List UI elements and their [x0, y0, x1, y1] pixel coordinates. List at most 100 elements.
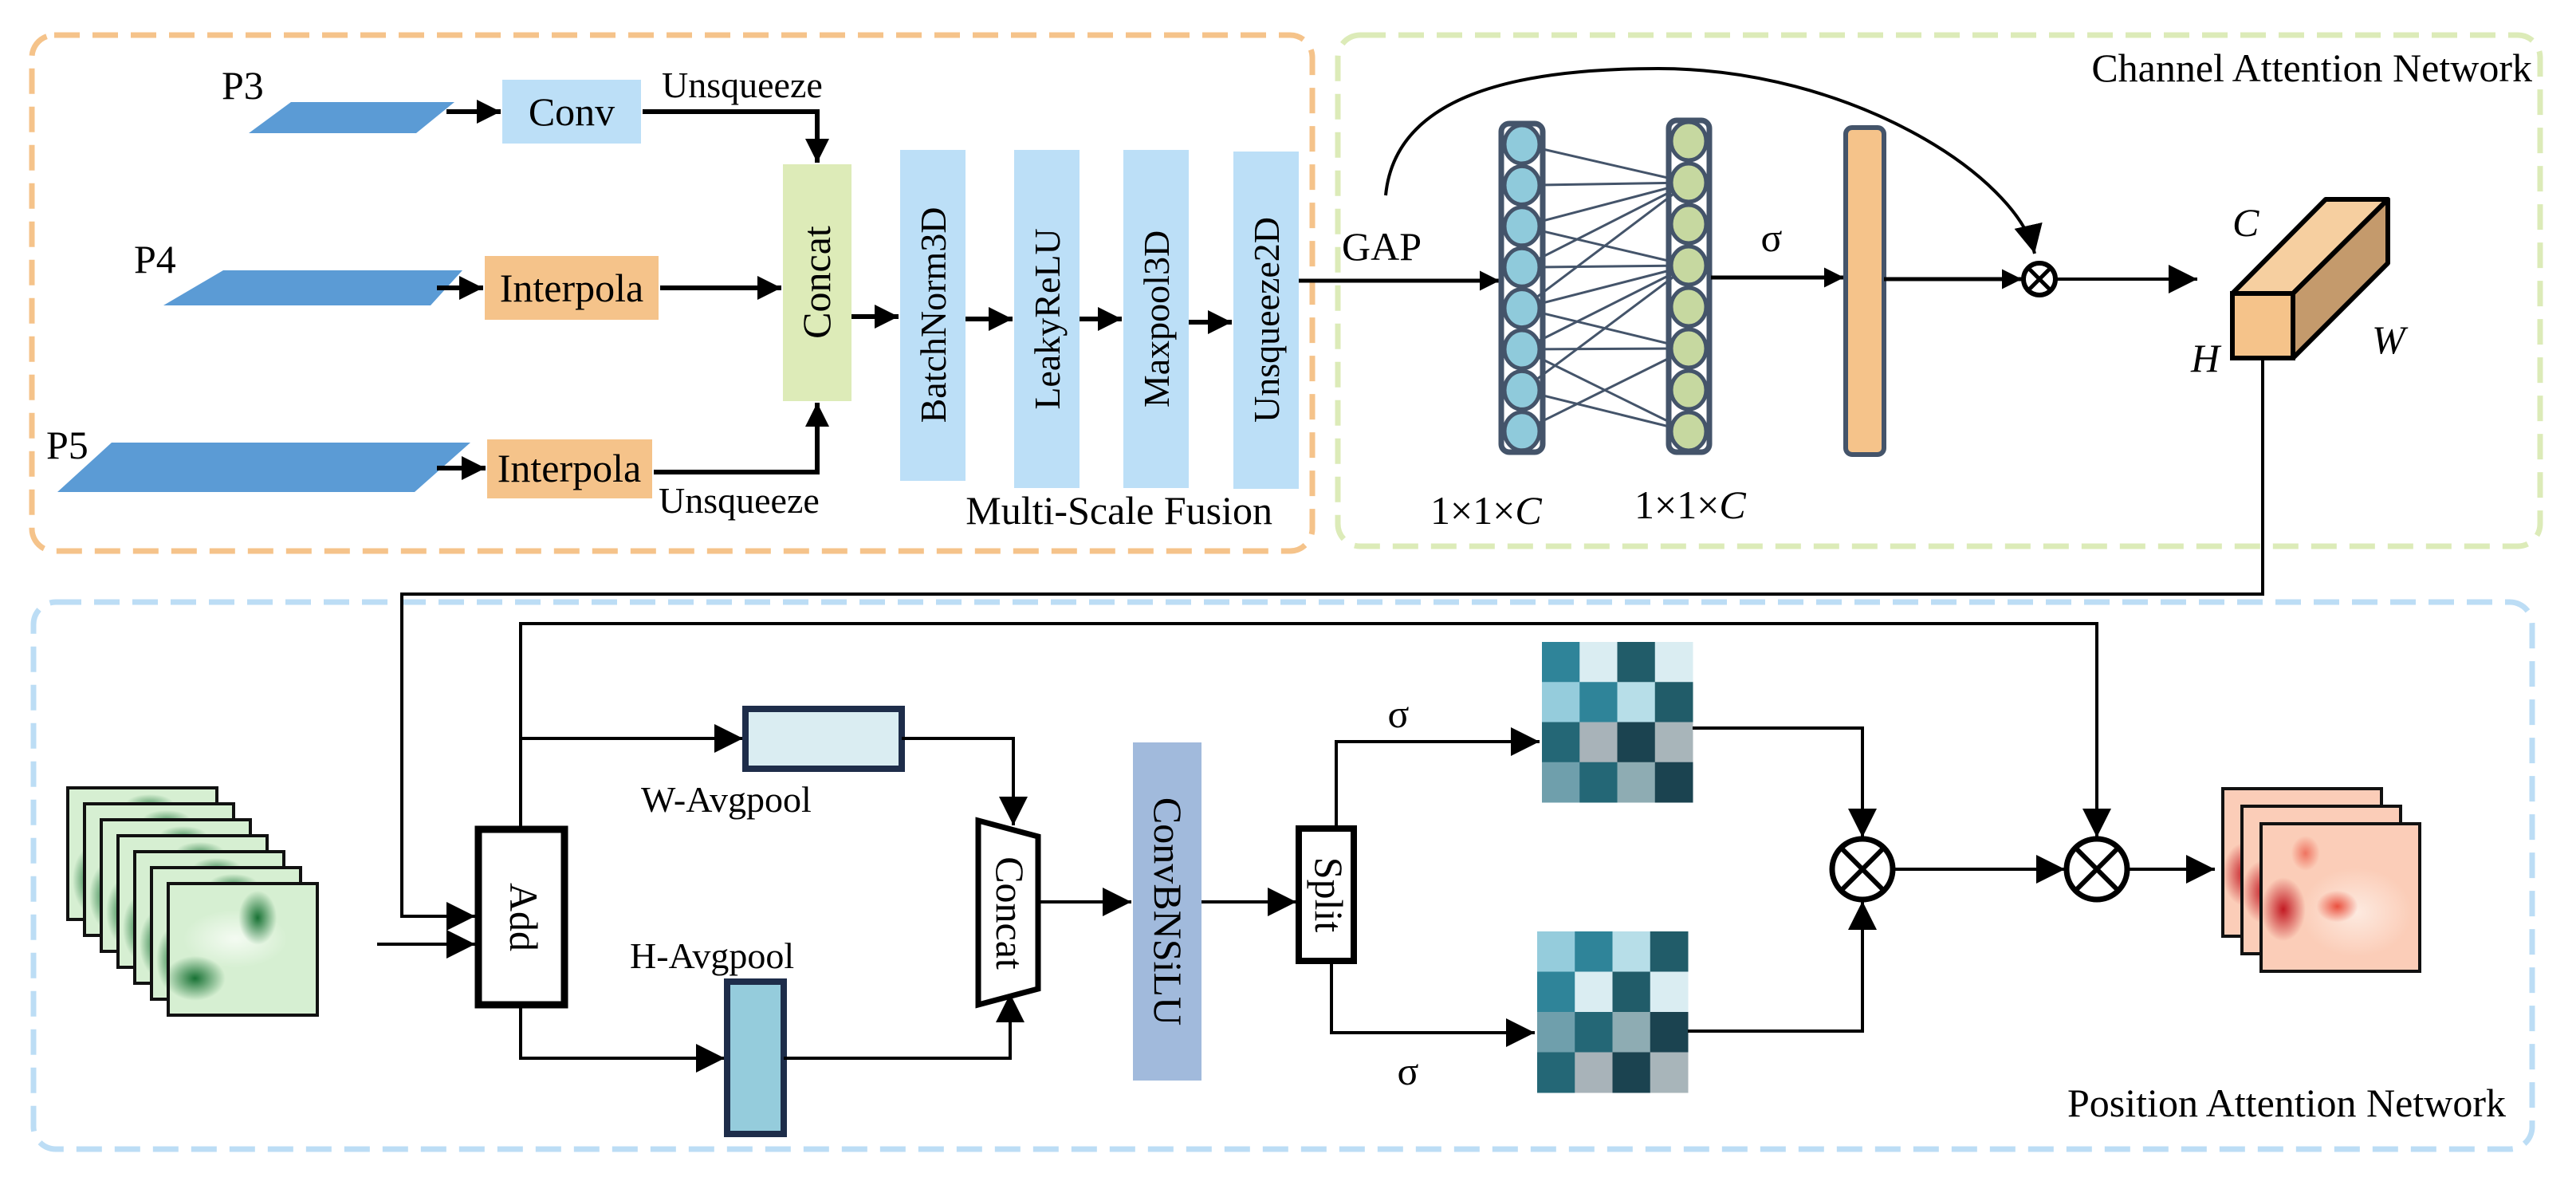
heatmap-cell: [1542, 682, 1580, 722]
heatmap-cell: [1654, 682, 1693, 722]
h-avgpool-to-concat-arrow: [784, 994, 1025, 1060]
sigma-label: σ: [1761, 215, 1783, 260]
maxpool3d-label: Maxpool3D: [1136, 230, 1177, 407]
layer2-node: [1669, 368, 1709, 411]
fc-connection: [1521, 347, 1689, 351]
layer1-dimension-label: 1×1×C: [1430, 488, 1542, 533]
layer1-node: [1502, 123, 1542, 166]
layer1-node: [1502, 246, 1542, 289]
heatmap-cell: [1575, 1012, 1613, 1053]
layer1-node: [1502, 205, 1542, 248]
h-avgpool-label: H-Avgpool: [630, 935, 794, 976]
heatmap-cell: [1650, 931, 1689, 972]
heatmap-cell: [1542, 642, 1580, 683]
unsqueeze-top-label: Unsqueeze: [662, 65, 823, 105]
layer1-node: [1502, 287, 1542, 330]
layer1-node: [1502, 410, 1542, 453]
p5-label: P5: [46, 423, 88, 467]
unsqueeze-bottom-label: Unsqueeze: [659, 480, 820, 521]
fc-connection: [1521, 181, 1689, 269]
split-to-top-heatmap-arrow: [1335, 727, 1540, 829]
fc-connections: [1521, 143, 1689, 433]
skip-arc-arrow: [1384, 66, 2043, 254]
concat-box: [783, 164, 851, 401]
position-attention-border: [30, 599, 2535, 1152]
heatmap-cell: [1542, 762, 1580, 803]
leakyrelu-label: LeakyReLU: [1027, 228, 1068, 409]
position-multiply-icon-2: [2063, 836, 2130, 903]
attention-map-bottom: [1537, 931, 1689, 1093]
batchnorm3d-label: BatchNorm3D: [913, 207, 954, 423]
fc-layer-2: [1666, 117, 1713, 455]
conv-label: Conv: [529, 89, 615, 134]
interpola-p5-label: Interpola: [498, 446, 641, 490]
cuboid-h-label: H: [2190, 336, 2222, 380]
layer2-node: [1669, 327, 1709, 370]
fc-connection: [1521, 181, 1689, 187]
w-avgpool-label: W-Avgpool: [641, 779, 812, 820]
fc-connection: [1521, 347, 1689, 433]
pipeline-batchnorm3d: BatchNorm3D: [900, 150, 966, 481]
layer2-node: [1669, 244, 1709, 287]
pipeline-leakyrelu: LeakyReLU: [1014, 150, 1080, 488]
fc-connection: [1521, 181, 1689, 228]
layer1-node: [1502, 328, 1542, 371]
split-label: Split: [1307, 857, 1351, 933]
attention-map-top: [1542, 642, 1693, 803]
conv-box: [502, 80, 641, 144]
interpola-p5-to-concat-arrow: [654, 403, 829, 474]
w-avgpool-to-concat-arrow: [902, 737, 1028, 825]
layer2-node: [1669, 161, 1709, 204]
feature-cuboid: [2230, 197, 2390, 360]
channel-multiply-icon: [2021, 261, 2058, 297]
position-attention-title: Position Attention Network: [2067, 1081, 2506, 1125]
layer2-node: [1669, 410, 1709, 453]
input-feature-map: [164, 882, 319, 1017]
bottom-heatmap-to-multiply-arrow: [1688, 901, 1877, 1033]
heatmap-cell: [1617, 722, 1656, 763]
convbnsilu-box: [1133, 742, 1201, 1081]
heatmap-cell: [1612, 1012, 1651, 1053]
heatmap-cell: [1617, 762, 1656, 803]
pipeline-maxpool3d: Maxpool3D: [1123, 150, 1189, 488]
p3-feature-map: [249, 102, 454, 133]
heatmap-cell: [1542, 722, 1580, 763]
interpola-p4-label: Interpola: [500, 266, 643, 310]
conv-to-concat-arrow: [643, 109, 829, 163]
heatmap-cell: [1650, 1052, 1689, 1093]
interpola-p5-box: [487, 439, 652, 498]
output-feature-maps: [2221, 787, 2421, 973]
fc-layer-1: [1498, 120, 1546, 455]
fc-connection: [1521, 264, 1689, 351]
h-avgpool-box: [724, 978, 787, 1137]
heatmap-cell: [1654, 722, 1693, 763]
heatmap-cell: [1650, 1012, 1689, 1053]
unsqueeze2d-label: Unsqueeze2D: [1246, 217, 1287, 423]
convbnsilu-label: ConvBNSiLU: [1146, 797, 1190, 1026]
add-skip-to-output-multiply-arrow: [519, 622, 2111, 837]
fc-connection: [1521, 264, 1689, 269]
heatmap-cell: [1612, 1052, 1651, 1093]
interpola-p4-box: [485, 256, 659, 320]
heatmap-cell: [1654, 762, 1693, 803]
heatmap-cell: [1575, 1052, 1613, 1093]
channel-weight-bar: [1843, 125, 1886, 457]
heatmap-cell: [1579, 722, 1618, 763]
layer2-node: [1669, 120, 1709, 163]
sigma-top-label: σ: [1388, 691, 1410, 736]
heatmap-cell: [1617, 682, 1656, 722]
position-concat-label: Concat: [988, 856, 1032, 970]
multi-scale-fusion-border: [29, 32, 1316, 554]
heatmap-cell: [1612, 971, 1651, 1013]
layer1-node: [1502, 368, 1542, 411]
fc-connection: [1521, 181, 1689, 309]
fc-connection: [1521, 143, 1689, 184]
position-concat-box: [975, 817, 1041, 1009]
sigma-bottom-label: σ: [1398, 1049, 1419, 1093]
heatmap-cell: [1575, 931, 1613, 972]
heatmap-cell: [1537, 1052, 1575, 1093]
split-to-bottom-heatmap-arrow: [1330, 961, 1535, 1047]
channel-attention-border: [1335, 32, 2543, 549]
layer2-dimension-label: 1×1×C: [1634, 482, 1746, 527]
channel-to-add-arrow: [400, 358, 2264, 931]
